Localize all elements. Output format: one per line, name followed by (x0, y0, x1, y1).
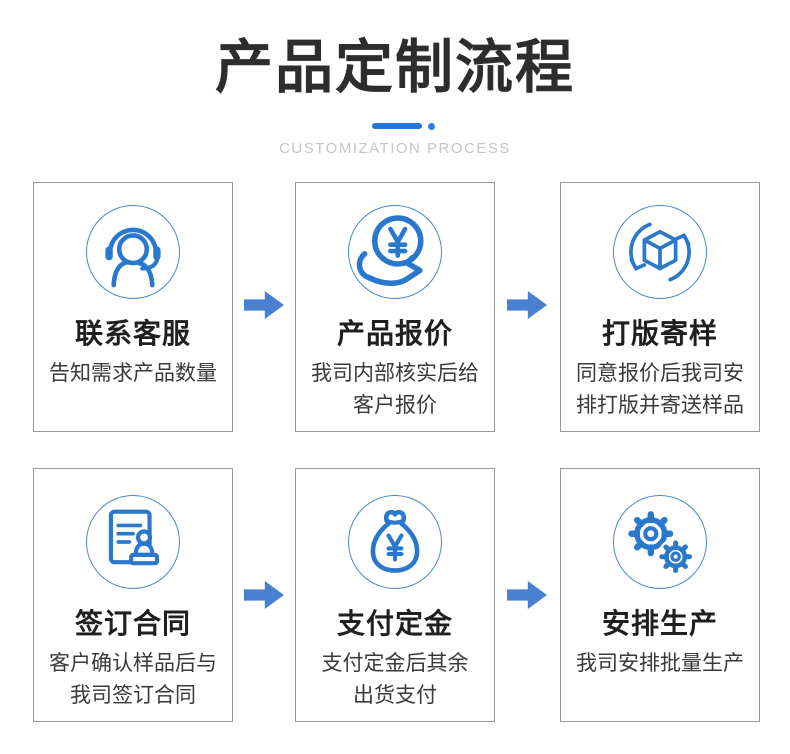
step-box-product-quote: 产品报价 我司内部核实后给 客户报价 (295, 182, 495, 432)
right-arrow-icon (507, 291, 547, 319)
step-box-arrange-production: 安排生产 我司安排批量生产 (560, 468, 760, 722)
step-desc: 告知需求产品数量 (49, 362, 217, 385)
step-desc: 支付定金后其余 出货支付 (321, 652, 469, 707)
coin-hand-icon (348, 205, 442, 299)
step-title: 签订合同 (74, 608, 191, 639)
step-box-sample-making: 打版寄样 同意报价后我司安 排打版并寄送样品 (560, 182, 760, 432)
right-arrow-icon (244, 581, 284, 609)
step-box-sign-contract: 签订合同 客户确认样品后与 我司签订合同 (33, 468, 233, 722)
gears-icon (613, 495, 707, 589)
page-subtitle: CUSTOMIZATION PROCESS (279, 140, 511, 157)
right-arrow-icon (507, 581, 547, 609)
step-title: 联系客服 (74, 318, 191, 349)
divider-bar (372, 123, 422, 129)
step-box-contact-service: 联系客服 告知需求产品数量 (33, 182, 233, 432)
right-arrow-icon (244, 291, 284, 319)
step-desc: 我司安排批量生产 (576, 652, 744, 675)
contract-stamp-icon (86, 495, 180, 589)
sample-cycle-icon (613, 205, 707, 299)
step-desc: 客户确认样品后与 我司签订合同 (49, 652, 217, 707)
divider-dot (428, 123, 435, 130)
step-title: 安排生产 (601, 608, 718, 639)
page-title: 产品定制流程 (214, 35, 575, 100)
step-title: 产品报价 (336, 318, 453, 349)
step-title: 支付定金 (336, 608, 453, 639)
step-desc: 同意报价后我司安 排打版并寄送样品 (576, 362, 744, 417)
headset-icon (86, 205, 180, 299)
step-box-pay-deposit: 支付定金 支付定金后其余 出货支付 (295, 468, 495, 722)
step-desc: 我司内部核实后给 客户报价 (311, 362, 479, 417)
step-title: 打版寄样 (601, 318, 718, 349)
money-bag-icon (348, 495, 442, 589)
